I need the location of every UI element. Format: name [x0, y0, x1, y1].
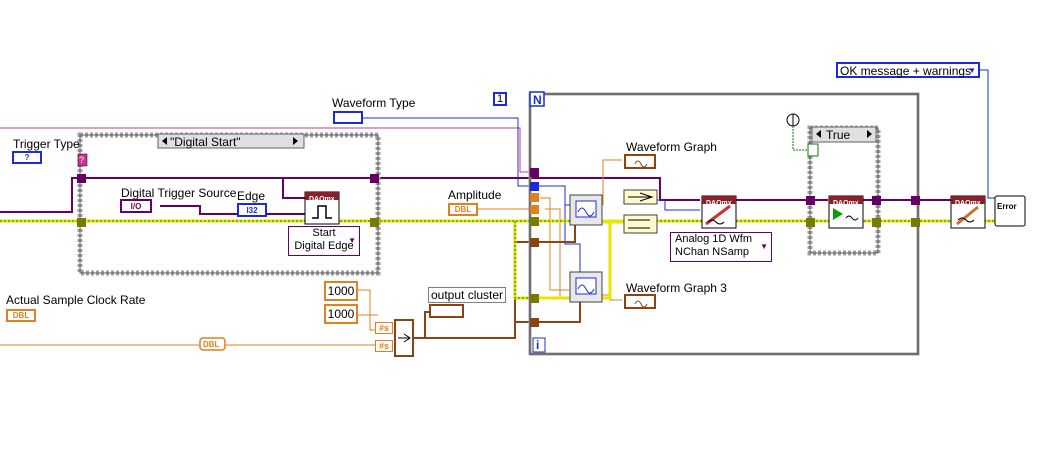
bundle-s-2: #s	[375, 340, 393, 352]
wire-dbl-label: DBL	[203, 340, 220, 349]
bundle-s-1: #s	[375, 322, 393, 334]
loop-count-terminal	[529, 91, 545, 107]
output-cluster-label-box: output cluster	[428, 287, 507, 303]
digital-trigger-source-label: Digital Trigger Source	[121, 186, 237, 200]
write-line1: Analog 1D Wfm	[675, 233, 753, 245]
actual-sample-clock-rate-indicator: DBL	[6, 309, 36, 322]
build-array-node[interactable]	[623, 214, 658, 234]
start-task-vi[interactable]	[828, 195, 864, 229]
graph-indicator-icons	[624, 154, 656, 309]
error-out-indicator	[994, 195, 1026, 227]
write-line2: NChan NSamp	[675, 246, 749, 258]
loop-count-constant[interactable]: 1	[493, 92, 507, 106]
trigger-case-structure[interactable]	[77, 132, 381, 276]
task-wire	[0, 177, 953, 215]
trigger-wire	[0, 127, 534, 173]
waveform-type-label: Waveform Type	[332, 96, 416, 110]
start-trigger-line2: Digital Edge	[294, 240, 354, 252]
output-cluster-label: output cluster	[431, 288, 504, 302]
actual-sample-clock-rate-label: Actual Sample Clock Rate	[6, 293, 146, 307]
dbl-wire-label	[199, 337, 226, 351]
edge-label: Edge	[237, 189, 266, 203]
inner-case-selector-label[interactable]: True	[826, 128, 851, 142]
constant-1000-b[interactable]: 1000	[324, 304, 358, 324]
inner-case-structure[interactable]	[786, 113, 881, 256]
start-trigger-line1: Start	[312, 227, 336, 239]
constant-1000-a[interactable]: 1000	[324, 281, 358, 301]
chevron-down-icon: ▼	[760, 242, 768, 251]
case-selector-label[interactable]: "Digital Start"	[170, 135, 241, 149]
clear-daqmx-label: DAQmx	[955, 200, 981, 207]
error-selector-constant[interactable]: OK message + warnings ▼	[836, 62, 980, 78]
write-vi[interactable]	[701, 195, 737, 229]
bundle-node[interactable]	[394, 319, 414, 357]
clear-task-vi[interactable]	[950, 195, 986, 229]
select-node[interactable]	[623, 189, 658, 205]
chevron-down-icon: ▼	[348, 236, 356, 245]
start-trigger-daqmx-label: DAQmx	[309, 196, 335, 203]
write-selector[interactable]: Analog 1D Wfm NChan NSamp ▼	[670, 232, 772, 262]
loop-tunnels	[530, 168, 920, 327]
waveform-graph-3-label: Waveform Graph 3	[626, 281, 727, 295]
chevron-down-icon: ▼	[968, 66, 976, 75]
selector-wire	[980, 69, 995, 199]
start-daqmx-label: DAQmx	[833, 200, 859, 207]
error-out-label: Error	[997, 202, 1017, 211]
output-cluster-indicator	[429, 304, 464, 318]
waveform-graph-label: Waveform Graph	[626, 140, 717, 154]
cluster-wire	[413, 215, 581, 339]
waveform-generator-2[interactable]	[569, 271, 603, 303]
start-trigger-selector[interactable]: Start Digital Edge ▼	[288, 226, 360, 256]
loop-i-terminal: i	[536, 338, 540, 352]
amplitude-label: Amplitude	[448, 188, 502, 202]
waveform-generator-1[interactable]	[569, 194, 603, 226]
loop-n-terminal: N	[533, 93, 542, 107]
waveform-type-control[interactable]	[333, 111, 363, 124]
digital-trigger-source-control[interactable]: I/O	[120, 199, 152, 213]
edge-control[interactable]: I32	[237, 203, 267, 217]
error-selector-label: OK message + warnings	[840, 64, 972, 78]
loop-index-terminal	[532, 337, 546, 353]
trigger-type-control[interactable]: ?	[12, 151, 42, 164]
trigger-type-label: Trigger Type	[13, 137, 80, 151]
start-trigger-vi[interactable]	[304, 191, 340, 225]
write-daqmx-label: DAQmx	[706, 200, 732, 207]
case-selector-terminal: ?	[79, 155, 85, 165]
amplitude-control[interactable]: DBL	[448, 203, 478, 216]
